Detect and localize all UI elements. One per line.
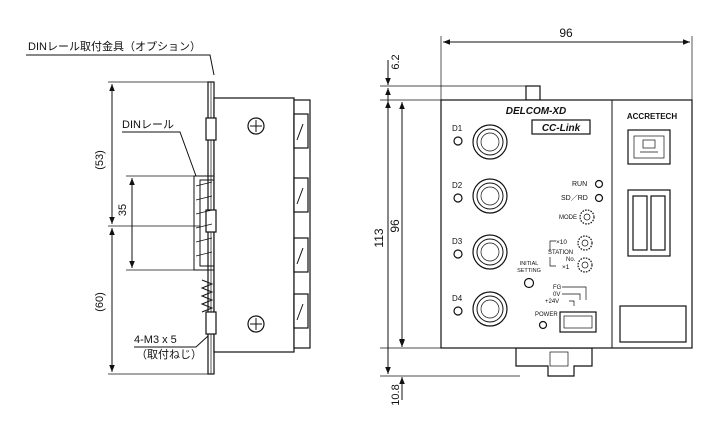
rail-label: DINレール	[122, 119, 174, 131]
port-d4-led	[453, 306, 463, 316]
plus24-label: +24V	[545, 299, 559, 305]
port-d2-led	[453, 193, 463, 203]
port-d3-led	[453, 249, 463, 259]
device-side-body	[213, 97, 295, 353]
network-badge	[531, 119, 591, 135]
screw-top-icon	[247, 117, 265, 135]
port-d2-connector-icon	[472, 178, 508, 214]
bracket-leader	[26, 54, 215, 76]
led-run-label: RUN	[572, 181, 587, 188]
model-label: DELCOM-XD	[506, 106, 567, 117]
rj45-port-icon	[627, 129, 671, 165]
led-sdrd-label: SD／RD	[561, 194, 588, 202]
din-rail	[193, 175, 215, 271]
zero-v-label: 0V	[553, 292, 560, 298]
dim-top-text: (53)	[94, 150, 106, 170]
port-d1-label: D1	[452, 124, 463, 133]
label-plate	[619, 305, 687, 343]
mode-label: MODE	[559, 215, 577, 221]
dim-body-text: 96	[388, 219, 402, 233]
port-d4: D4	[452, 291, 508, 327]
rail-spring	[200, 279, 214, 313]
port-d3-label: D3	[452, 237, 463, 246]
power-label: POWER	[535, 312, 558, 318]
top-tab	[525, 85, 541, 101]
station-x10-rotary-switch	[577, 235, 593, 251]
screw-label: 4-M3 x 5	[134, 334, 177, 346]
port-d1: D1	[452, 124, 508, 160]
led-power	[538, 320, 548, 330]
dim-overall-text: 113	[372, 228, 386, 247]
fg-label: FG	[553, 285, 562, 291]
station-no-label: No.	[566, 257, 576, 263]
led-run	[594, 179, 604, 189]
port-d3: D3	[452, 234, 508, 270]
station-x1-label: ×1	[562, 264, 570, 271]
bottom-tab	[515, 347, 593, 377]
dim-top-offset-text: 6.2	[390, 54, 402, 69]
station-label: STATION	[548, 250, 573, 256]
station-x10-label: ×10	[556, 239, 567, 246]
mode-rotary-switch	[579, 209, 595, 225]
initial-setting-button	[523, 277, 535, 289]
screw-sublabel: （取付ねじ）	[136, 348, 202, 361]
led-sdrd	[594, 193, 604, 203]
port-d1-led	[453, 136, 463, 146]
initial-label-2: SETTING	[517, 268, 541, 274]
port-d3-connector-icon	[472, 234, 508, 270]
initial-label-1: INITIAL	[520, 261, 539, 267]
network-label: CC-Link	[542, 123, 581, 134]
port-d4-label: D4	[452, 294, 463, 303]
port-d1-connector-icon	[472, 124, 508, 160]
front-view: 96 6.2 113 96 10.8 DELCOM-XD CC-Link ACC…	[372, 26, 693, 406]
port-d2-label: D2	[452, 181, 463, 190]
dip-switch-block	[627, 189, 671, 257]
dim-width-text: 96	[559, 26, 573, 40]
connector-slots	[293, 113, 309, 329]
station-x1-rotary-switch	[577, 257, 593, 273]
side-notches	[205, 117, 217, 335]
dim-bottom-text: (60)	[94, 292, 106, 312]
side-view: DINレール取付金具（オプション）	[26, 39, 311, 375]
dim-rail-text: 35	[117, 204, 129, 216]
brand-label: ACCRETECH	[627, 112, 677, 121]
port-d4-connector-icon	[472, 291, 508, 327]
bracket-label: DINレール取付金具（オプション）	[28, 39, 201, 53]
power-connector	[559, 311, 597, 333]
screw-bottom-icon	[247, 315, 265, 333]
port-d2: D2	[452, 178, 508, 214]
dim-bottom-offset-text: 10.8	[390, 384, 402, 405]
